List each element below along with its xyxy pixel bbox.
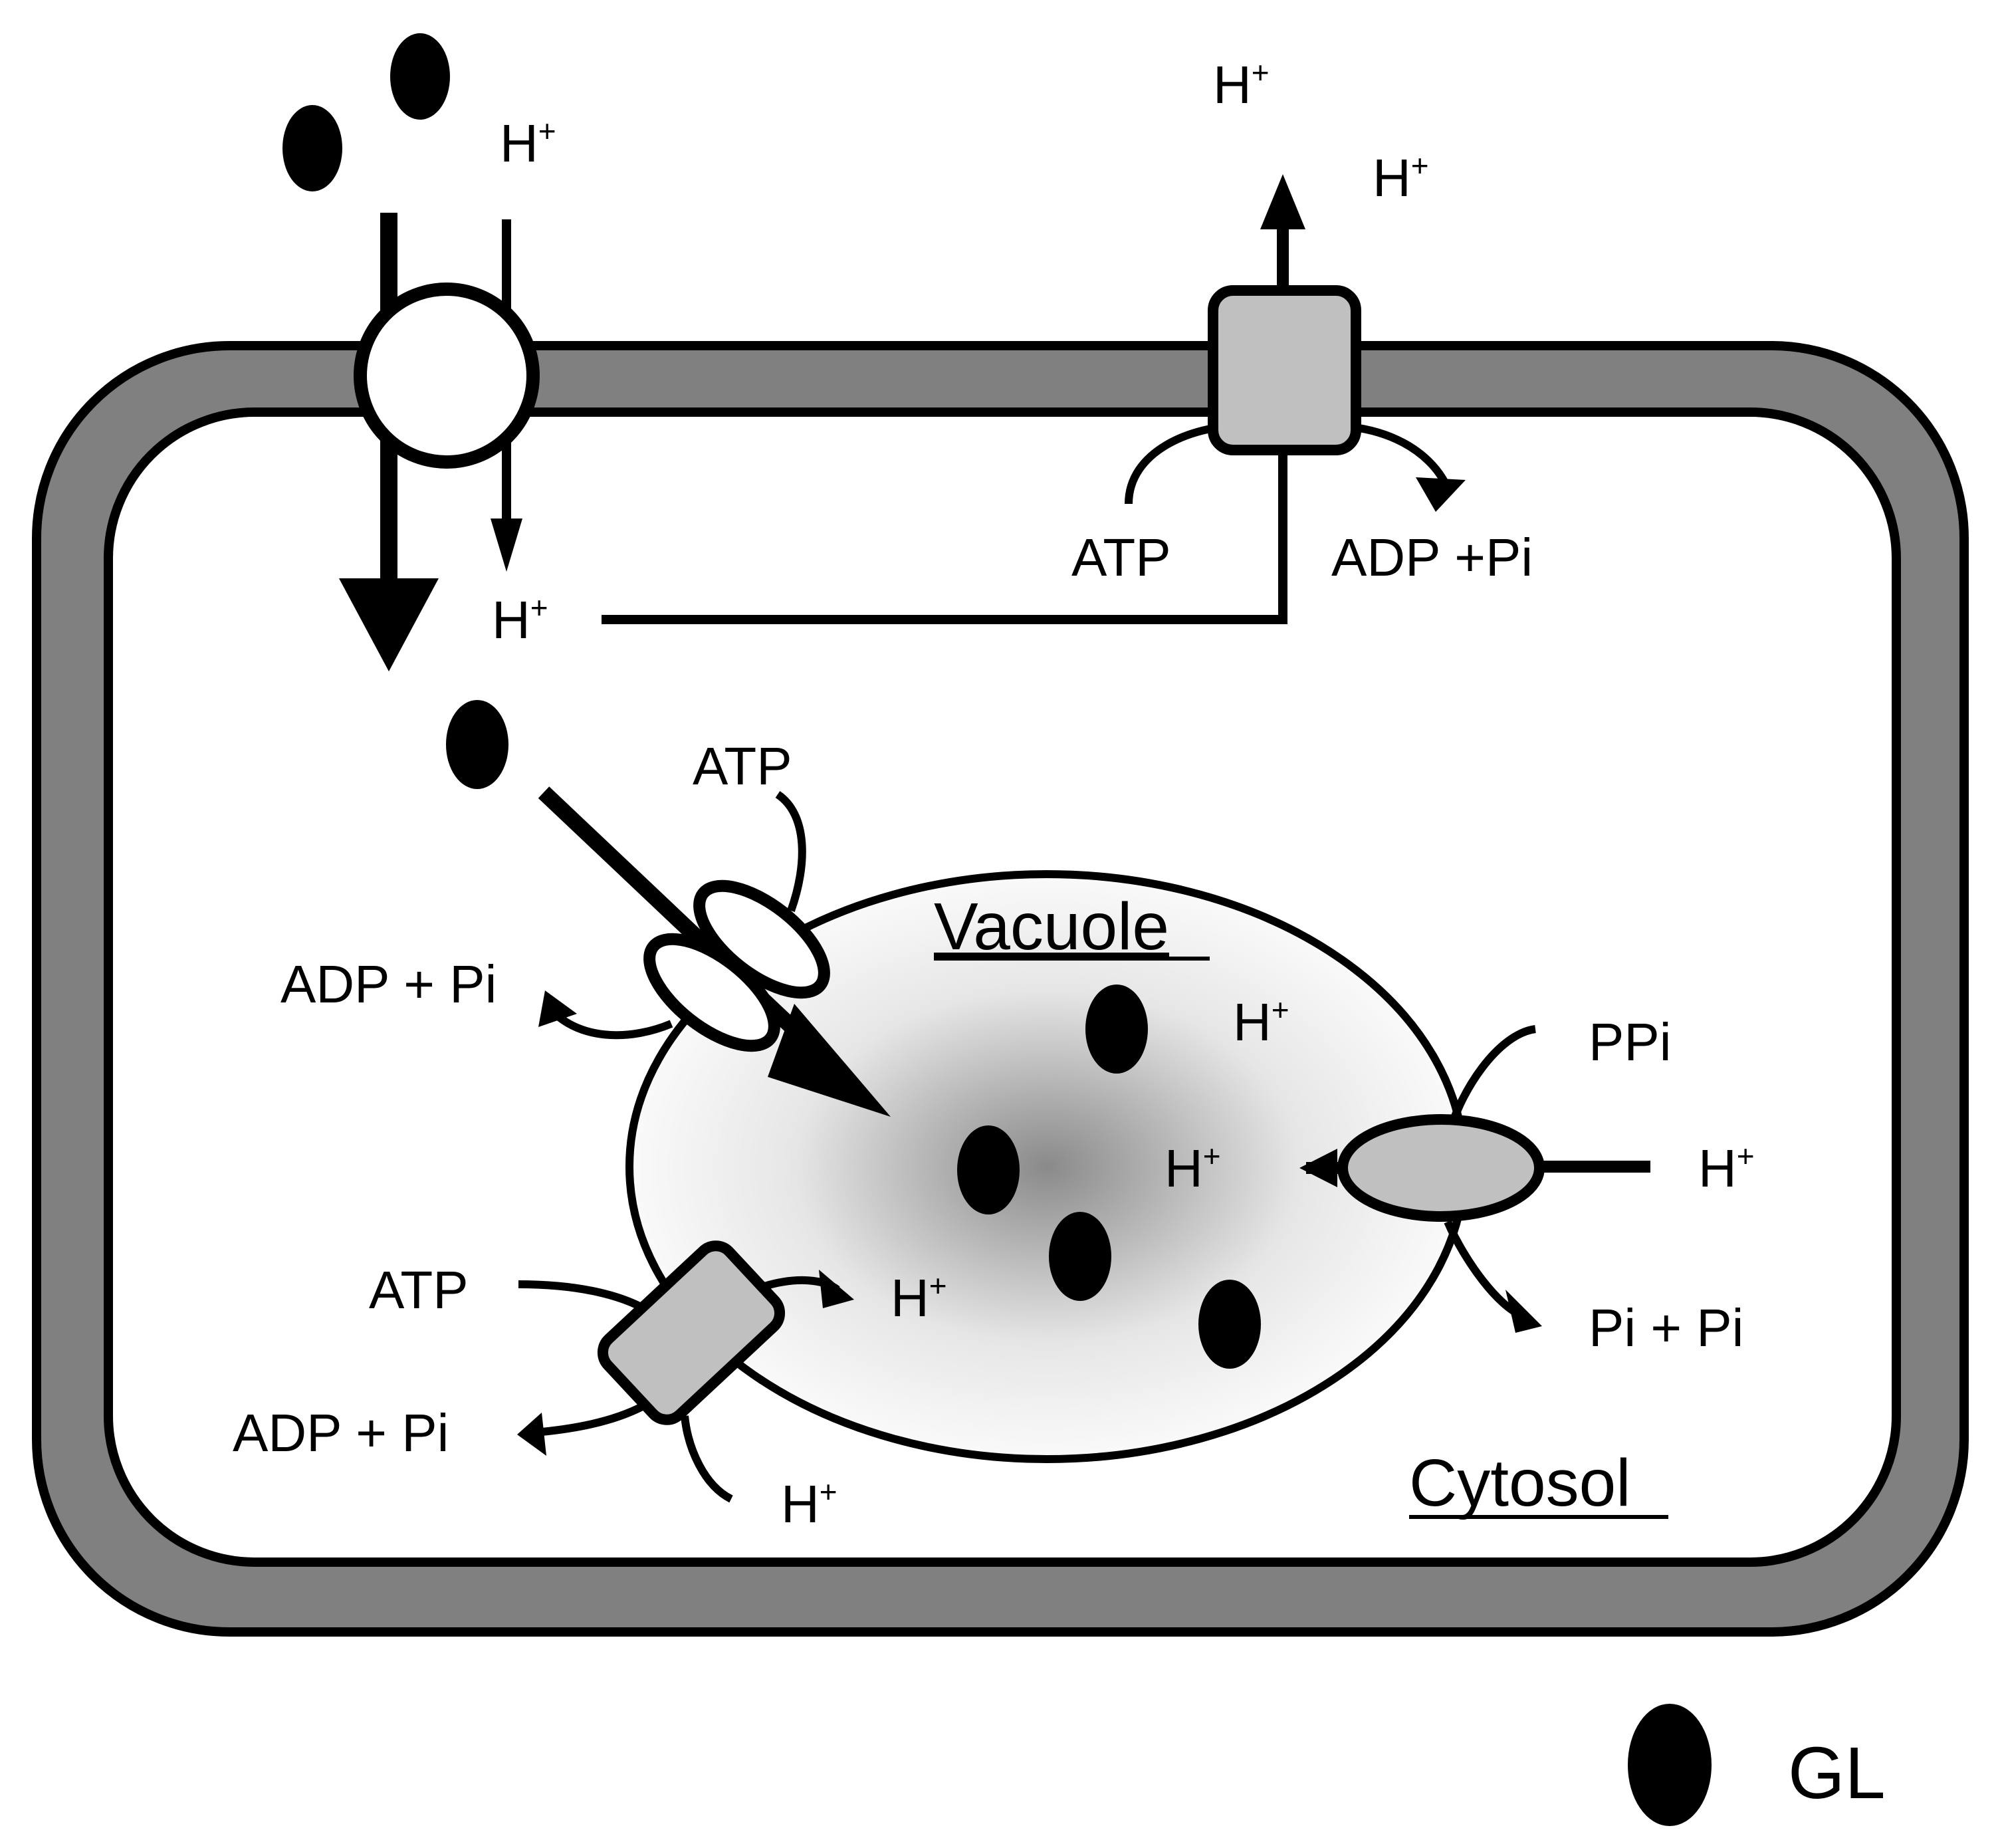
adp-arrowhead — [538, 990, 577, 1027]
symporter-channel — [354, 283, 540, 469]
ppi-label: PPi — [1589, 1012, 1672, 1072]
adp-pi-label: ADP +Pi — [1331, 528, 1533, 587]
proton-circuit-line — [602, 449, 1287, 624]
adp-pi-label: ADP + Pi — [233, 1403, 449, 1462]
gl-vacuole-import-arrowhead — [768, 1004, 891, 1117]
gl-molecule — [1198, 1280, 1261, 1369]
atp-label: ATP — [693, 737, 792, 796]
vacuolar-abc-transporter — [538, 786, 891, 1117]
gl-molecule — [1085, 984, 1148, 1074]
gl-molecule — [446, 700, 508, 789]
h-plus-label: H+ — [500, 114, 556, 173]
gl-import-arrowhead — [339, 578, 439, 671]
h-ppase-pump — [1337, 1114, 1545, 1222]
atp-arc — [775, 791, 806, 913]
h-plus-label: H+ — [1165, 1139, 1221, 1198]
transporter-subunit — [643, 933, 780, 1052]
h-plus-label: H+ — [891, 1268, 947, 1328]
h-plus-label: H+ — [1233, 992, 1289, 1052]
legend: GL — [1628, 1704, 1886, 1826]
plasma-membrane-symporter — [339, 213, 540, 671]
adp-arc — [552, 1010, 673, 1040]
plasma-membrane-h-atpase — [1125, 174, 1466, 512]
h-atpase-pump — [1208, 285, 1361, 455]
legend-gl-icon — [1628, 1704, 1712, 1826]
adp-pi-label: ADP + Pi — [280, 955, 497, 1014]
h-plus-label: H+ — [1213, 55, 1270, 114]
v-atpase-pump — [597, 1240, 786, 1425]
h-export-arrowhead — [1260, 174, 1305, 229]
vacuole-label: Vacuole — [934, 889, 1169, 964]
adp-arc — [534, 1402, 645, 1437]
h-arrowhead — [819, 1270, 854, 1308]
h-plus-label: H+ — [781, 1474, 837, 1534]
legend-gl-label: GL — [1788, 1732, 1886, 1814]
atp-label: ATP — [1071, 528, 1171, 587]
h-plus-label: H+ — [492, 590, 548, 649]
gl-molecule — [957, 1125, 1020, 1214]
gl-molecule — [1049, 1212, 1111, 1301]
gl-molecule — [282, 105, 342, 191]
pi-arrowhead — [1505, 1290, 1542, 1333]
h-vacuole-import-arrowhead — [1299, 1149, 1337, 1187]
h-source-arc — [681, 1415, 733, 1503]
h-import-arrowhead — [491, 519, 522, 572]
gl-molecule — [390, 33, 450, 120]
adp-arrowhead — [517, 1413, 546, 1456]
h-plus-label: H+ — [1373, 148, 1429, 207]
cytosol-label: Cytosol — [1409, 1446, 1630, 1520]
vacuolar-h-ppase — [1299, 1025, 1650, 1333]
h-plus-label: H+ — [1698, 1139, 1755, 1198]
pi-pi-label: Pi + Pi — [1589, 1298, 1743, 1357]
atp-label: ATP — [369, 1260, 469, 1320]
adp-arrowhead — [1416, 477, 1466, 512]
vacuolar-h-atpase — [517, 1240, 854, 1503]
